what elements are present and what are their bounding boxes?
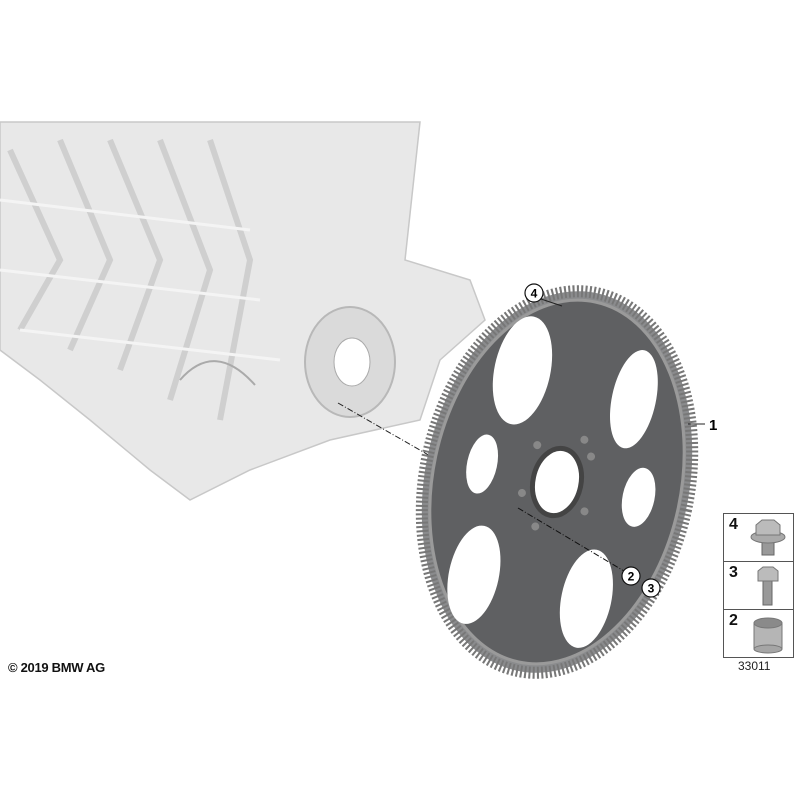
lightening-holes (447, 316, 658, 648)
diagram-number: 33011 (738, 659, 771, 673)
callout-4[interactable]: 4 (524, 283, 563, 307)
copyright-notice: © 2019 BMW AG (8, 660, 105, 675)
engine-block (0, 121, 486, 501)
legend-row-3[interactable]: 3 (724, 562, 793, 610)
callout-3-label: 3 (648, 582, 655, 596)
legend-row-4[interactable]: 4 (724, 514, 793, 562)
callout-2-label: 2 (628, 570, 635, 584)
legend-row-2[interactable]: 2 (724, 610, 793, 657)
legend-number: 3 (729, 564, 738, 581)
flywheel (415, 285, 699, 679)
callout-1-label: 1 (709, 417, 717, 434)
callout-1[interactable]: 1 (688, 417, 717, 434)
axis-line (337, 402, 433, 458)
dowel-sleeve-icon (753, 617, 783, 654)
legend-number: 4 (729, 516, 738, 533)
parts-legend: 4 3 2 (723, 513, 794, 658)
callout-3[interactable]: 3 (641, 578, 661, 598)
callout-4-label: 4 (531, 287, 538, 301)
hex-bolt-icon (757, 566, 779, 606)
flange-bolt-icon (750, 519, 786, 556)
bolt-axis-line (517, 507, 625, 572)
legend-number: 2 (729, 612, 738, 629)
callout-2[interactable]: 2 (621, 566, 641, 586)
